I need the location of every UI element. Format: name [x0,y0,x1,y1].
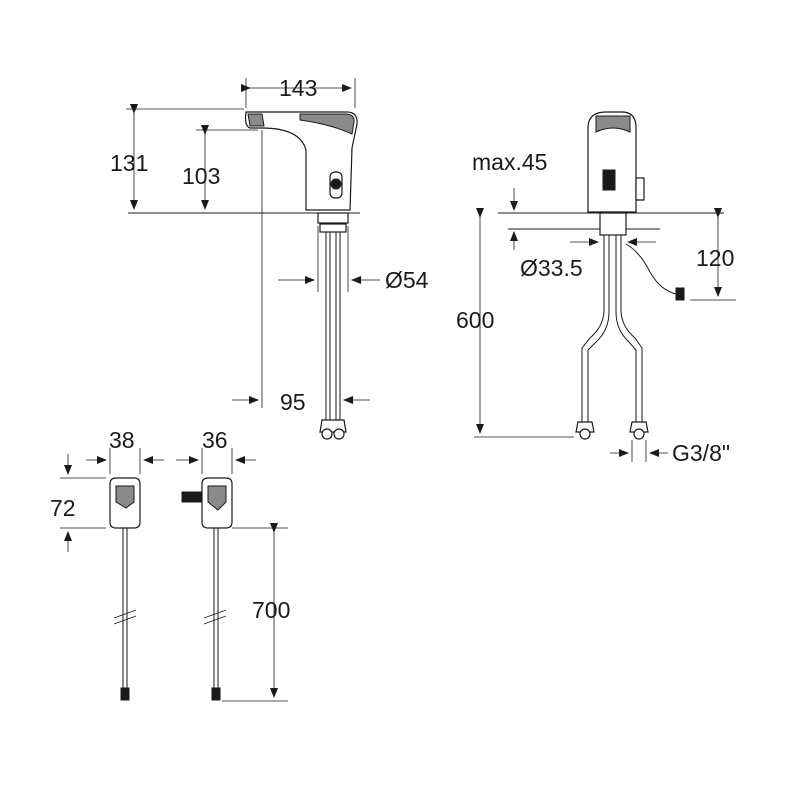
plug-unit: 36 700 [176,427,290,702]
plug-unit-shading [207,485,227,511]
sensor-lens-icon [330,178,342,190]
dim-label-120: 120 [696,245,734,271]
front-hose-left-inner [587,235,610,425]
hose-nut-left-icon [321,428,333,440]
break-mark-2 [113,615,137,625]
front-sensor-window [602,169,616,191]
dim-label-54: Ø54 [385,267,429,293]
plug-unit-connector-icon [211,687,221,701]
front-fitting-right-nut-icon [633,428,645,440]
dim-label-95: 95 [280,389,306,415]
front-lever-icon [635,177,645,201]
cable-connector-icon [675,287,685,301]
hose-nut-right-icon [333,428,345,440]
power-unit-connector-icon [120,687,130,701]
dim-label-335: Ø33.5 [520,255,583,281]
front-hose-right-inner [620,235,643,425]
faucet-front-view: max.45 Ø33.5 120 600 G3/8" [456,111,736,466]
dim-label-max45: max.45 [472,149,547,175]
dim-label-38: 38 [109,427,135,453]
faucet-top-band [299,113,355,135]
front-hose-left [581,235,605,425]
dim-label-g38: G3/8" [672,440,730,466]
front-top-shading [595,115,631,133]
dim-label-131: 131 [110,150,148,176]
dim-label-72: 72 [50,495,76,521]
power-unit-shading [115,485,135,509]
dim-label-103: 103 [182,163,220,189]
faucet-spout-tip [247,113,265,127]
front-shank [599,212,627,236]
front-fitting-left [575,421,595,433]
plug-break-mark-2 [203,615,227,625]
plug-break-mark-1 [203,609,227,619]
front-fitting-left-nut-icon [579,428,591,440]
sensor-cable [625,243,677,295]
dim-label-600: 600 [456,307,494,333]
faucet-side-view: 143 131 103 Ø54 95 [110,75,429,440]
front-body-outline [587,111,637,213]
mounting-nut [319,223,347,233]
dim-label-143: 143 [279,75,317,101]
front-hose-right [615,235,637,425]
dim-label-700: 700 [252,597,290,623]
dim-label-36: 36 [202,427,228,453]
base-collar [317,212,349,224]
plug-pins-icon [181,491,203,503]
faucet-body-outline [244,111,358,211]
break-mark-1 [113,609,137,619]
power-unit: 38 72 [50,427,164,701]
front-fitting-right [629,421,649,433]
